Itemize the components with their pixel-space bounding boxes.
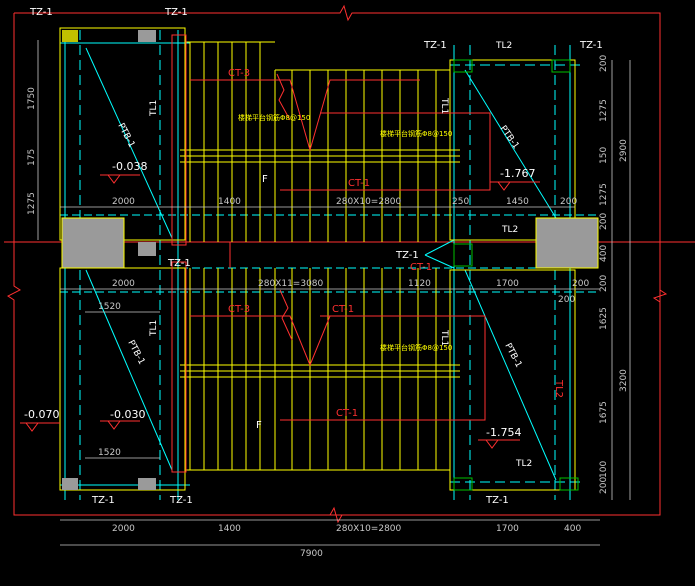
dim-right-lo-2: 1625 [599,307,609,330]
dimension-lines [37,40,631,546]
ct3-label: CT-3 [228,68,250,79]
ct3-label: CT-3 [228,304,250,315]
tz1-label: TZ-1 [164,7,188,18]
tz1-label: TZ-1 [91,495,115,506]
dim-overall: 7900 [300,549,323,559]
level-label: -0.070 [24,408,59,421]
dim-right-up-3: 150 [599,147,609,164]
rebar-note: 楼梯平台钢筋Φ8@150 [380,129,452,138]
dimension-text: 2000 1400 280X10=2800 250 1450 200 2000 … [27,55,629,559]
tz-columns [62,30,579,491]
dim-bottom-3: 280X10=2800 [336,524,402,534]
level-label: -0.030 [110,408,145,421]
ct1-label: CT-1 [348,178,370,189]
tz-column [453,243,473,267]
level-markers [20,174,540,449]
dim-bottom-2: 1400 [218,524,241,534]
up-mark: F [256,420,262,431]
dim-left-lower: 1520 [98,448,121,458]
dim-bottom-4: 1700 [496,524,519,534]
tz-column [62,478,78,490]
rebar-lines [171,34,491,473]
dim-right-up-6: 400 [599,245,609,262]
dim-mid-3: 1120 [408,279,431,289]
dim-mid-2: 280X11=3080 [258,279,324,289]
ptb1-label: PTB-1 [498,124,521,151]
dim-mid-4: 1700 [496,279,519,289]
dim-left-v1: 1750 [27,87,37,110]
ptb1-label: PTB-1 [115,122,136,150]
main-columns [61,217,599,269]
dim-bottom-1: 2000 [112,524,135,534]
tz1-label: TZ-1 [423,40,447,51]
dim-right-lo-1: 200 [599,275,609,292]
dim-left-v2: 175 [27,149,37,166]
dim-right-up-4: 1275 [599,183,609,206]
tl1-label: TL1 [149,100,159,117]
dim-right-lo-3: 1675 [599,401,609,424]
tl2-label: TL2 [553,379,564,398]
dim-mid-5: 200 [572,279,589,289]
axis-lines [60,30,600,500]
dim-mid-1: 2000 [112,279,135,289]
tl1-label: TL1 [439,329,449,346]
tz-column [62,30,78,42]
tz-column [559,477,579,491]
dim-top-1: 2000 [112,197,135,207]
dim-top-4: 250 [452,197,469,207]
ct1-label: CT-1 [410,262,432,273]
tz1-label: TZ-1 [167,258,191,269]
dim-top-6: 200 [560,197,577,207]
dim-right-lo-5: 200 [599,477,609,494]
ct1-label: CT-1 [336,408,358,419]
ptb1-label: PTB-1 [502,342,523,370]
tl2-label: TL2 [495,41,512,51]
tz1-label: TZ-1 [395,250,419,261]
dim-left-v3: 1275 [27,192,37,215]
dim-mid-extra: 200 [558,295,575,305]
dim-left-upper: 1520 [98,302,121,312]
dim-right-up-2: 1275 [599,99,609,122]
tl2-label: TL2 [501,225,518,235]
dim-right-up-5: 200 [599,213,609,230]
ct1-label: CT-1 [332,304,354,315]
tz-column [453,59,473,73]
tz-column [138,478,156,490]
dim-top-3: 280X10=2800 [336,197,402,207]
tz1-label: TZ-1 [169,495,193,506]
dim-top-5: 1450 [506,197,529,207]
tz1-label: TZ-1 [579,40,603,51]
dim-right-lo-4: 100 [599,461,609,478]
main-column-left [61,217,125,269]
tz-column [138,242,156,256]
dim-right-up-total: 2900 [619,139,629,162]
tl2-label: TL2 [515,459,532,469]
tz-column [453,477,473,491]
upper-flight-treads [180,41,460,242]
dim-bottom-5: 400 [564,524,581,534]
up-mark: F [262,174,268,185]
tz1-label: TZ-1 [485,495,509,506]
dim-right-up-1: 200 [599,55,609,72]
level-label: -1.767 [500,167,535,180]
ptb1-label: PTB-1 [125,339,146,367]
level-label: -0.038 [112,160,147,173]
tl1-label: TL1 [149,320,159,337]
rebar-note: 楼梯平台钢筋Φ8@150 [238,113,310,122]
dim-right-lo-total: 3200 [619,369,629,392]
tl1-label: TL1 [439,97,449,114]
tz-column [551,59,571,73]
rebar-note: 楼梯平台钢筋Φ8@150 [380,343,452,352]
main-column-right [535,217,599,269]
tz1-label: TZ-1 [29,7,53,18]
dim-top-2: 1400 [218,197,241,207]
tz-column [138,30,156,42]
lower-flight-treads [180,268,460,471]
level-label: -1.754 [486,426,521,439]
